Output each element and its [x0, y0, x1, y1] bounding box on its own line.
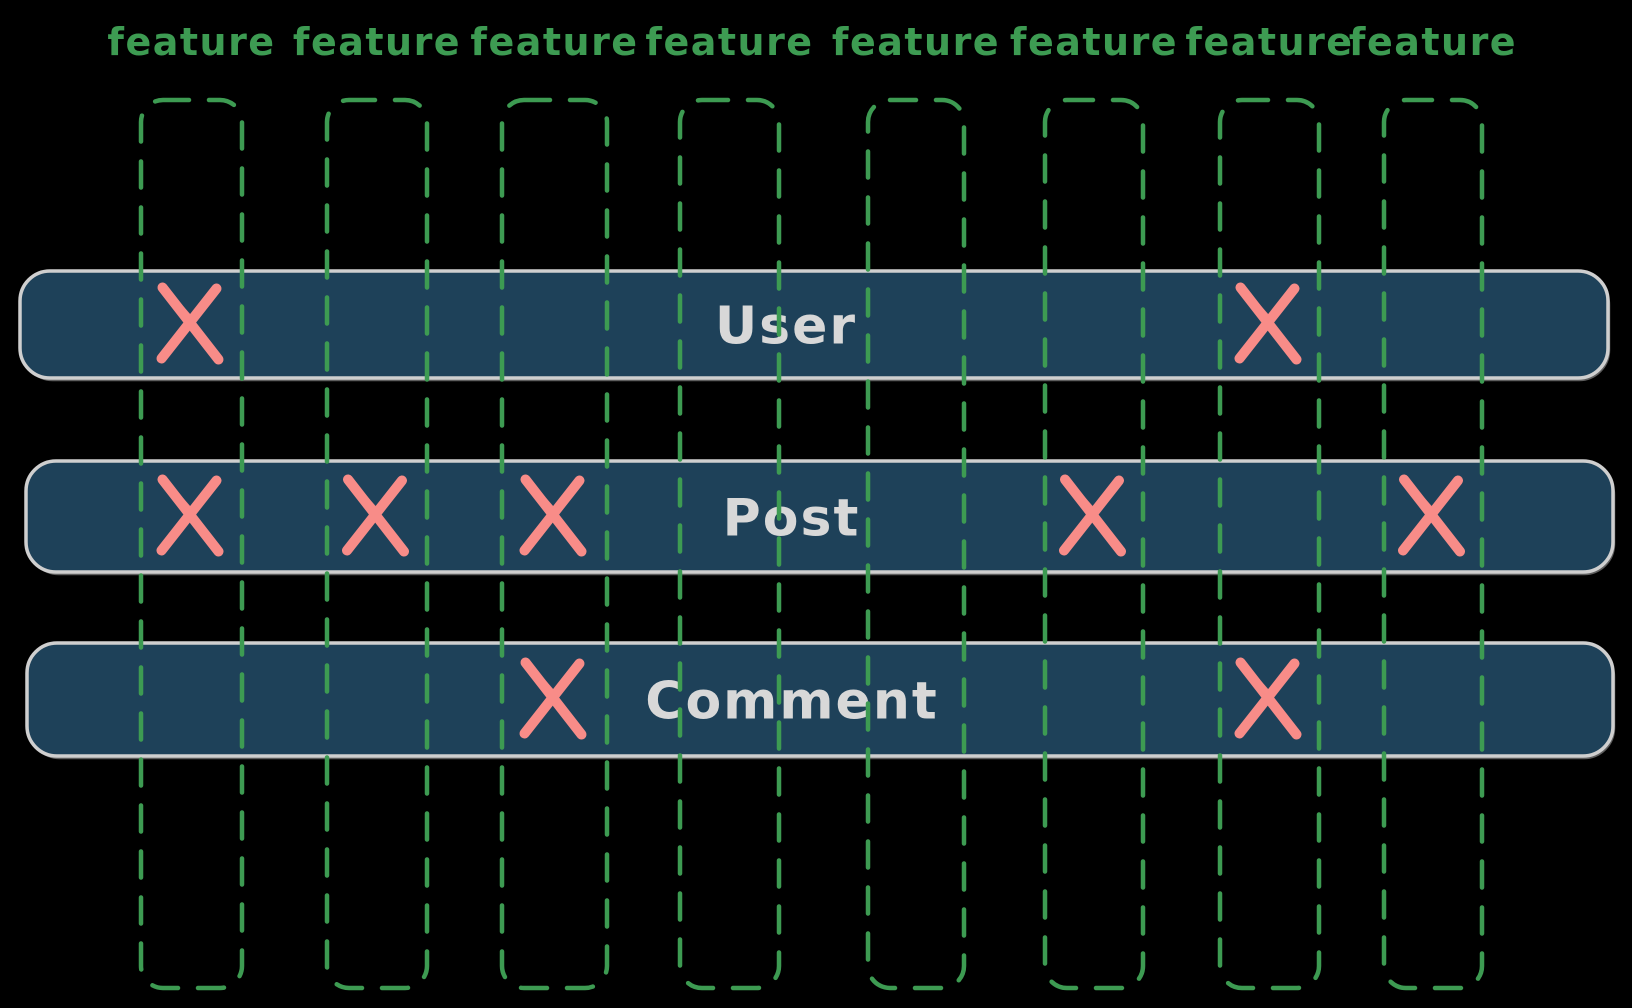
feature-column-label: feature [293, 20, 461, 64]
feature-column-3 [499, 97, 610, 991]
feature-column-label: feature [470, 20, 638, 64]
feature-column-label: feature [107, 20, 275, 64]
entity-row-user [18, 269, 1610, 380]
entity-row-label: Comment [645, 672, 938, 732]
feature-column-6 [1042, 97, 1146, 991]
x-mark-icon [1234, 282, 1302, 365]
x-mark-icon [1398, 474, 1465, 557]
feature-column-label: feature [1010, 20, 1178, 64]
feature-column-4 [677, 97, 782, 991]
x-mark-icon [519, 474, 587, 557]
feature-column-1 [138, 97, 245, 991]
entity-row-label: User [715, 297, 857, 357]
x-mark-icon [1059, 474, 1126, 557]
feature-columns-layer [138, 97, 1485, 991]
entity-row-post [24, 459, 1615, 574]
x-mark-icon [342, 474, 409, 557]
x-mark-icon [1234, 657, 1302, 740]
feature-column-label: feature [1349, 20, 1517, 64]
feature-column-label: feature [1185, 20, 1353, 64]
x-mark-icon [156, 474, 224, 557]
feature-column-8 [1381, 97, 1485, 991]
feature-column-5 [865, 97, 967, 991]
feature-column-2 [324, 97, 430, 991]
x-mark-icon [156, 282, 224, 365]
feature-column-7 [1217, 97, 1322, 991]
feature-column-label: feature [832, 20, 1000, 64]
entity-row-label: Post [723, 489, 861, 549]
x-marks-layer [156, 282, 1465, 740]
x-mark-icon [519, 657, 587, 740]
entity-row-comment [25, 641, 1615, 758]
feature-column-label: feature [645, 20, 813, 64]
